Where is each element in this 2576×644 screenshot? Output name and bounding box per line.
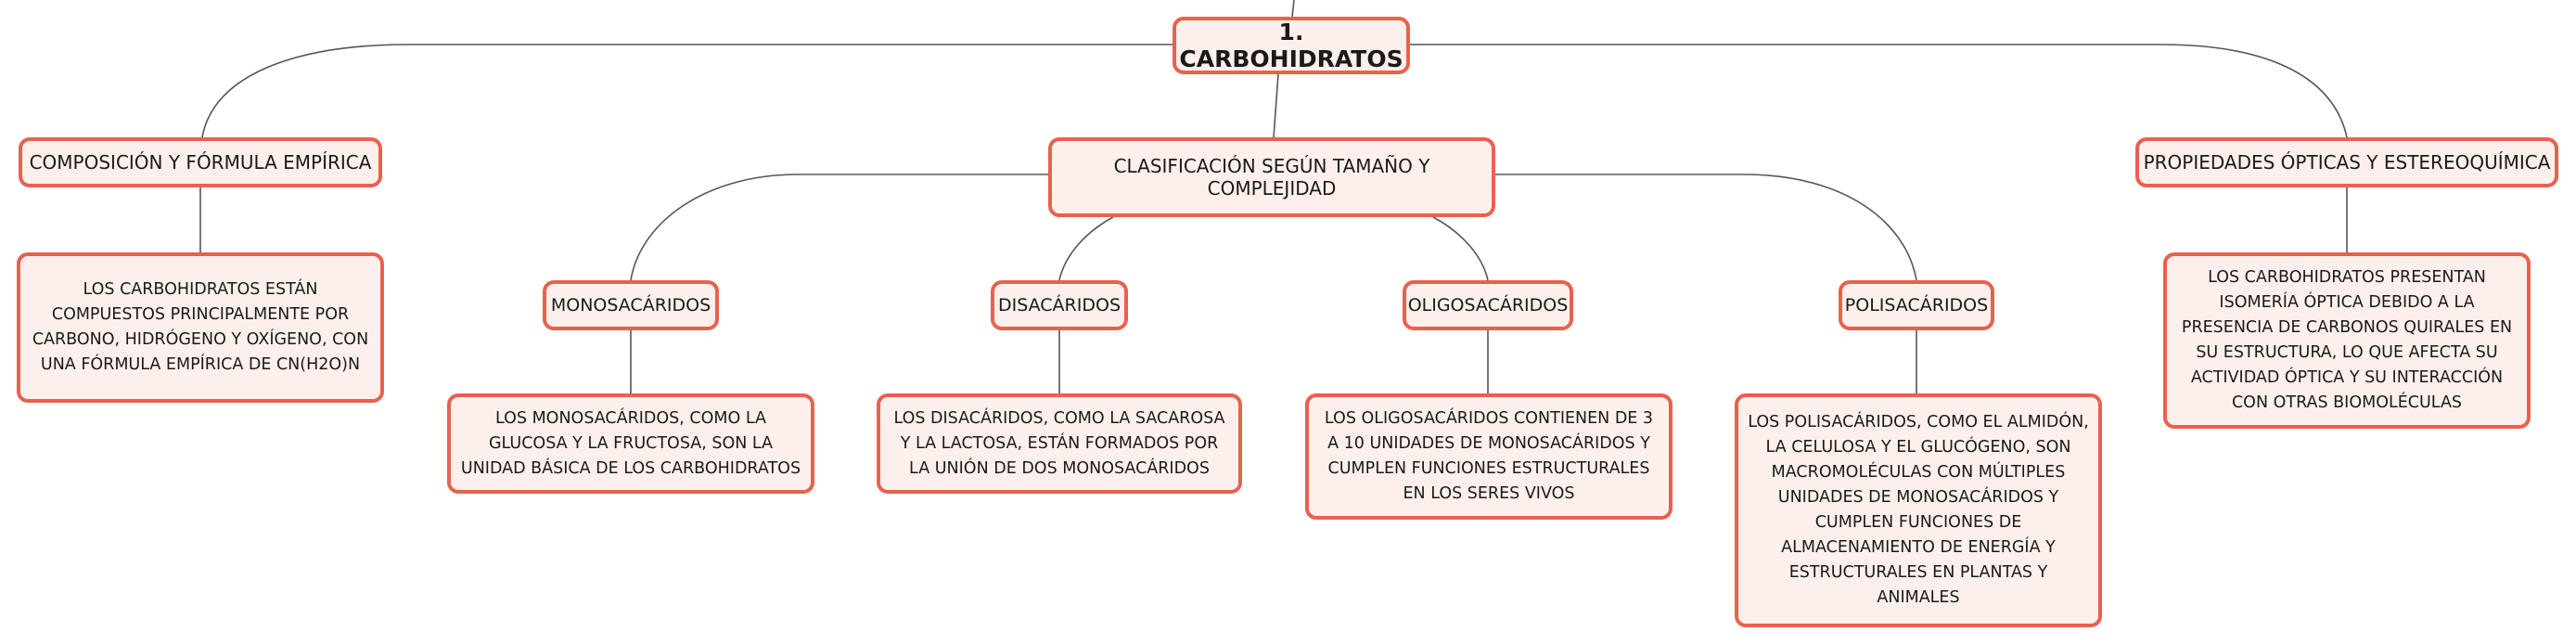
polisacaridos-node[interactable]: POLISACÁRIDOS <box>1839 280 1994 330</box>
disacaridos-detail-node[interactable]: LOS DISACÁRIDOS, COMO LA SACAROSA Y LA L… <box>877 393 1242 494</box>
connector-clasificacion-oligo <box>1432 216 1489 281</box>
monosacaridos-detail-text: LOS MONOSACÁRIDOS, COMO LA GLUCOSA Y LA … <box>460 408 801 478</box>
disacaridos-detail-text: LOS DISACÁRIDOS, COMO LA SACAROSA Y LA L… <box>893 408 1225 478</box>
connector-root-top <box>1291 0 1295 18</box>
disacaridos-node[interactable]: DISACÁRIDOS <box>991 280 1128 330</box>
oligosacaridos-node[interactable]: OLIGOSACÁRIDOS <box>1403 280 1573 330</box>
composicion-detail-node[interactable]: LOS CARBOHIDRATOS ESTÁN COMPUESTOS PRINC… <box>17 252 384 403</box>
root-label: 1. CARBOHIDRATOS <box>1179 19 1403 72</box>
root-node[interactable]: 1. CARBOHIDRATOS <box>1173 17 1410 74</box>
connector-root-composicion <box>201 44 1173 138</box>
connector-clasificacion-di <box>1058 216 1114 281</box>
monosacaridos-label: MONOSACÁRIDOS <box>550 295 711 316</box>
propiedades-node[interactable]: PROPIEDADES ÓPTICAS Y ESTEREOQUÍMICA <box>2135 137 2558 187</box>
oligosacaridos-detail-node[interactable]: LOS OLIGOSACÁRIDOS CONTIENEN DE 3 A 10 U… <box>1305 393 1672 520</box>
connector-clasificacion-poli <box>1495 174 1917 281</box>
propiedades-detail-text: LOS CARBOHIDRATOS PRESENTAN ISOMERÍA ÓPT… <box>2181 268 2513 412</box>
composicion-label: COMPOSICIÓN Y FÓRMULA EMPÍRICA <box>29 151 372 174</box>
composicion-detail-text: LOS CARBOHIDRATOS ESTÁN COMPUESTOS PRINC… <box>32 280 369 374</box>
propiedades-detail-node[interactable]: LOS CARBOHIDRATOS PRESENTAN ISOMERÍA ÓPT… <box>2163 252 2531 429</box>
polisacaridos-detail-text: LOS POLISACÁRIDOS, COMO EL ALMIDÓN, LA C… <box>1748 413 2089 607</box>
clasificacion-label: CLASIFICACIÓN SEGÚN TAMAÑO Y COMPLEJIDAD <box>1113 155 1430 200</box>
connector-clasificacion-mono <box>630 174 1048 281</box>
clasificacion-node[interactable]: CLASIFICACIÓN SEGÚN TAMAÑO Y COMPLEJIDAD <box>1048 137 1495 217</box>
polisacaridos-label: POLISACÁRIDOS <box>1844 295 1989 316</box>
oligosacaridos-label: OLIGOSACÁRIDOS <box>1407 295 1569 316</box>
polisacaridos-detail-node[interactable]: LOS POLISACÁRIDOS, COMO EL ALMIDÓN, LA C… <box>1735 393 2102 627</box>
disacaridos-label: DISACÁRIDOS <box>997 295 1121 316</box>
propiedades-label: PROPIEDADES ÓPTICAS Y ESTEREOQUÍMICA <box>2143 151 2551 174</box>
connector-root-clasificacion <box>1273 73 1279 138</box>
connector-root-propiedades <box>1410 44 2348 138</box>
monosacaridos-detail-node[interactable]: LOS MONOSACÁRIDOS, COMO LA GLUCOSA Y LA … <box>447 393 814 494</box>
composicion-node[interactable]: COMPOSICIÓN Y FÓRMULA EMPÍRICA <box>19 137 382 187</box>
monosacaridos-node[interactable]: MONOSACÁRIDOS <box>543 280 719 330</box>
oligosacaridos-detail-text: LOS OLIGOSACÁRIDOS CONTIENEN DE 3 A 10 U… <box>1324 409 1654 503</box>
